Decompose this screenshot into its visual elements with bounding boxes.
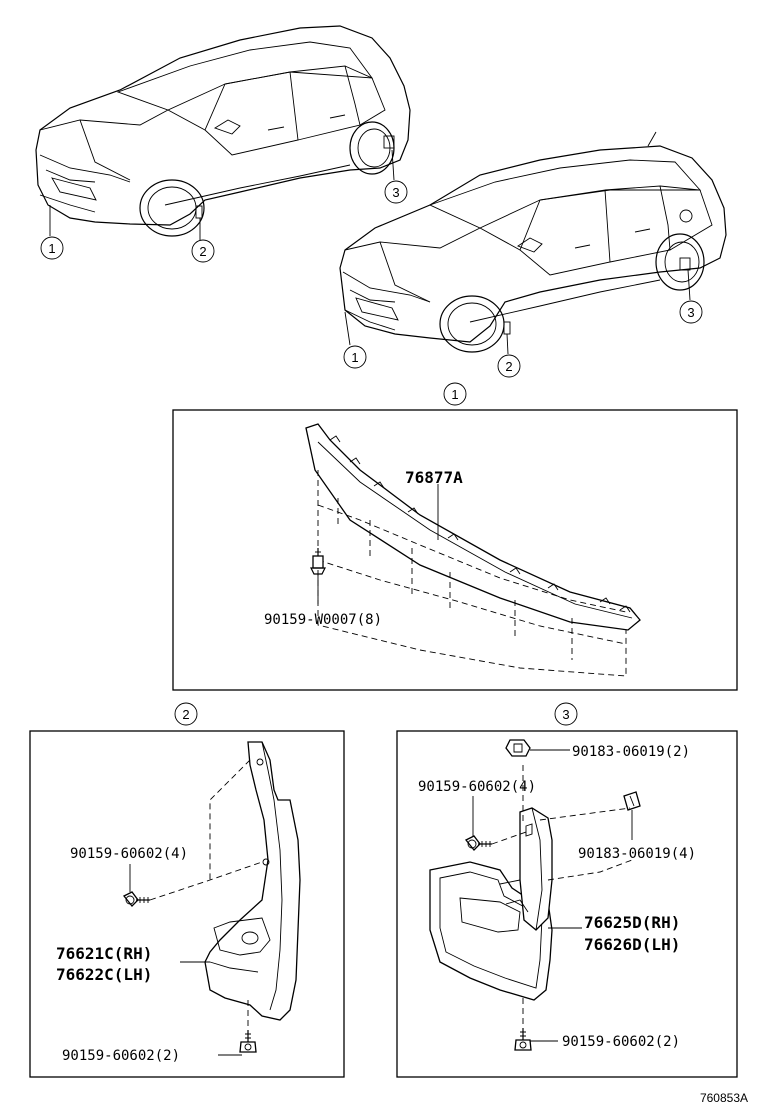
part-number-front-flap-lh: 76622C(LH) [56,965,152,984]
callout-1-car1: 1 [48,241,55,256]
rear-flap-screw-icon [464,835,492,851]
part-number-front-flap-rh: 76621C(RH) [56,944,152,963]
detail-3-callout: 3 [562,707,569,722]
callout-3-car2: 3 [687,305,694,320]
spoiler-clip-icon [310,548,326,575]
front-flap-screw-icon [122,891,150,907]
part-number-rear-screw-top: 90159-60602(4) [418,779,536,795]
detail-1-front-spoiler: 1 90159-W0007(8) 76877A [172,382,738,691]
detail-2-front-mudflap: 2 90159-60602(4) 76621C(RH) 76622C(LH) [29,702,345,1078]
part-number-spoiler-clip: 90159-W0007(8) [264,612,382,628]
detail-2-callout: 2 [182,707,189,722]
part-number-front-screw-bottom: 90159-60602(2) [62,1048,180,1064]
part-number-front-screw-top: 90159-60602(4) [70,846,188,862]
part-number-rear-flap-lh: 76626D(LH) [584,935,680,954]
car2-callouts: 1 2 3 [343,269,703,378]
front-spoiler-part [305,423,641,631]
part-number-rear-flap-rh: 76625D(RH) [584,913,680,932]
front-mudflap-part [204,741,301,1021]
part-number-rear-nut-top: 90183-06019(2) [572,744,690,760]
car1-callouts: 1 2 3 [40,149,408,263]
detail-2-frame [29,730,345,1078]
callout-1-car2: 1 [351,350,358,365]
callout-3-car1: 3 [392,185,399,200]
detail-1-frame [172,409,738,691]
rear-flap-bottom-screw-icon [514,1028,532,1051]
rear-flap-nut-side-icon [623,791,641,811]
diagram-code: 760853A [700,1091,748,1105]
callout-2-car2: 2 [505,359,512,374]
callout-2-car1: 2 [199,244,206,259]
front-flap-bottom-screw-icon [239,1030,257,1053]
part-number-rear-nut-side: 90183-06019(4) [578,846,696,862]
hatchback-car-illustration [35,25,411,237]
detail-3-rear-mudflap: 3 90183-06019(2) 90159-60602(4) 90183-06… [396,702,738,1078]
part-number-spoiler: 76877A [405,468,463,487]
wagon-car-illustration [339,131,727,353]
detail-1-callout: 1 [451,387,458,402]
detail-3-frame [396,730,738,1078]
rear-flap-nut-top-icon [505,739,531,757]
part-number-rear-screw-bottom: 90159-60602(2) [562,1034,680,1050]
